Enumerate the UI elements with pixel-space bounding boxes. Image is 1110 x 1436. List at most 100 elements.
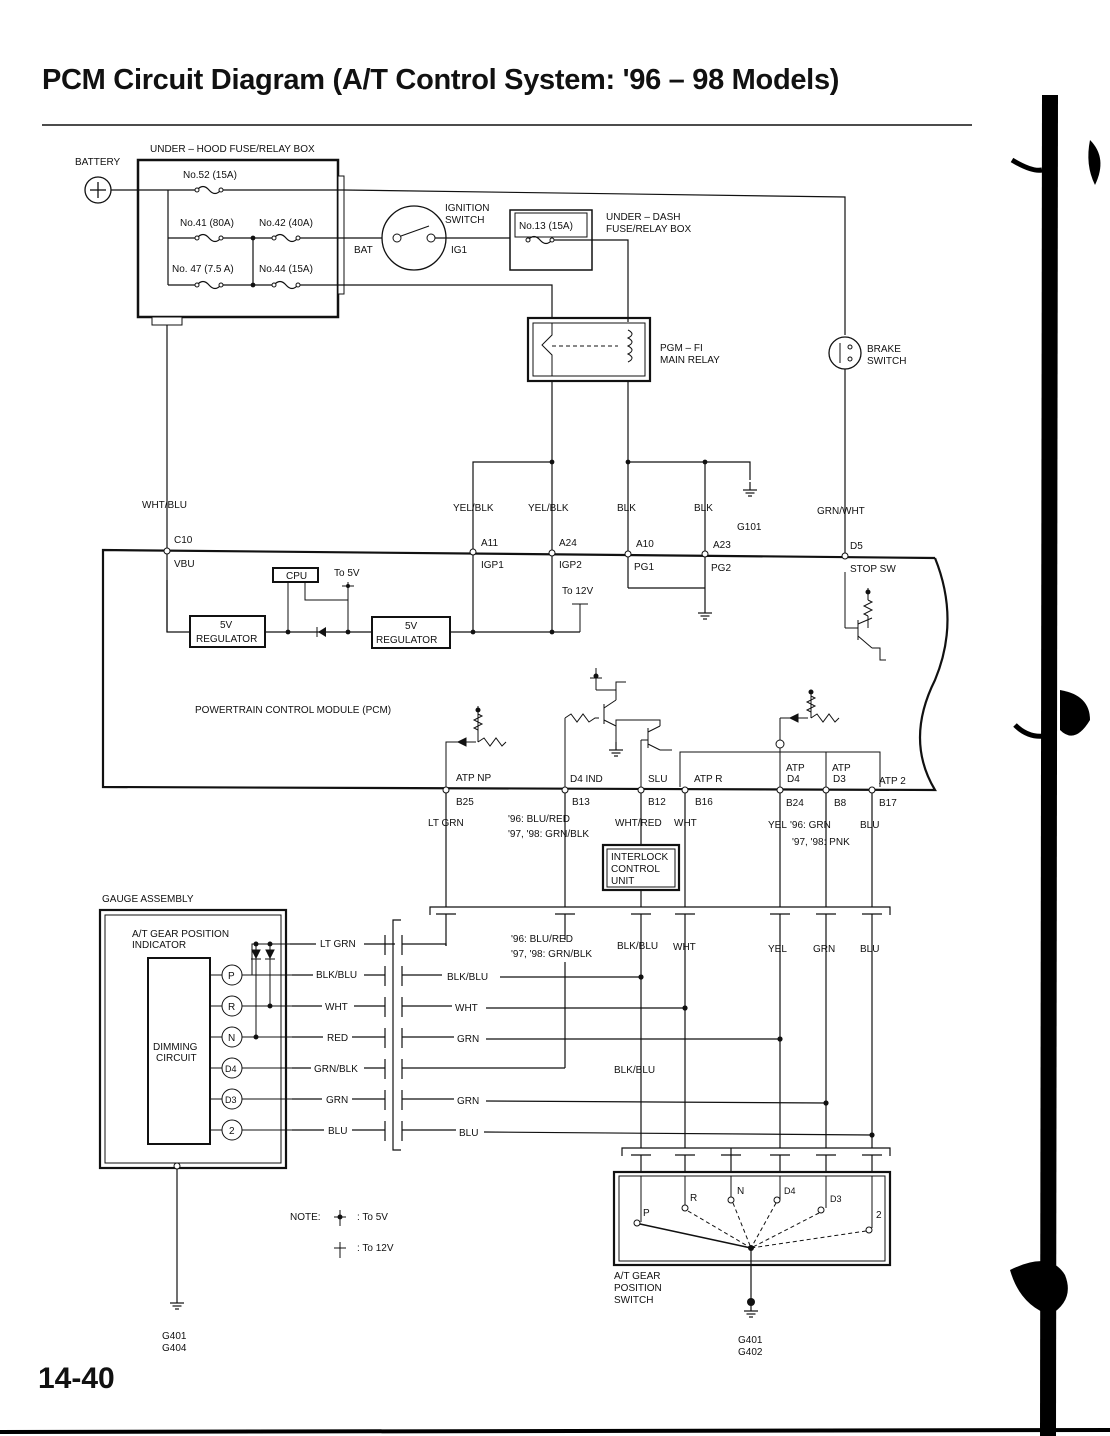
wire-lower-blk-blu-label: BLK/BLU xyxy=(617,941,658,952)
wire-b24-yel-label: YEL xyxy=(768,820,787,831)
wire-b8-96-label: '96: GRN xyxy=(790,820,831,831)
page-title: PCM Circuit Diagram (A/T Control System:… xyxy=(42,64,840,96)
indicator-diodes xyxy=(242,941,292,1131)
pcm-outline xyxy=(101,548,949,792)
pin-b25-label: B25 xyxy=(456,797,474,808)
gauge-assembly xyxy=(98,908,288,1170)
pin-vbu-label: VBU xyxy=(174,559,195,570)
pin-c10-label: C10 xyxy=(174,535,193,546)
pin-a11-label: A11 xyxy=(481,538,498,549)
harness-wire-blu: BLU xyxy=(459,1128,478,1139)
wire-blk-blu-mid-label: BLK/BLU xyxy=(614,1065,655,1076)
pin-atp-d3-label-1: ATP xyxy=(832,763,851,774)
wire-b17-blu-label: BLU xyxy=(860,820,879,831)
wire-b8-97-label: '97, '98: PNK xyxy=(792,837,850,848)
pin-atp-r-label: ATP R xyxy=(694,774,723,785)
gear-switch-d3: D3 xyxy=(830,1194,842,1204)
underdash-label-2: FUSE/RELAY BOX xyxy=(606,224,692,235)
wire-wht-red-label: WHT/RED xyxy=(615,818,662,829)
gear-switch-label-2: POSITION xyxy=(614,1283,662,1294)
underhood-box-label: UNDER – HOOD FUSE/RELAY BOX xyxy=(150,144,315,155)
relay-label-2: MAIN RELAY xyxy=(660,355,720,366)
ignition-switch-label-2: SWITCH xyxy=(445,215,484,226)
pin-igp1-label: IGP1 xyxy=(481,560,504,571)
pcm-label: POWERTRAIN CONTROL MODULE (PCM) xyxy=(195,705,391,716)
wire-lower-97-label: '97, '98: GRN/BLK xyxy=(511,949,592,960)
dimming-label-1: DIMMING xyxy=(153,1042,198,1053)
gauge-assembly-label: GAUGE ASSEMBLY xyxy=(102,894,194,905)
regulator-left-label: REGULATOR xyxy=(196,634,257,645)
dimming-circuit xyxy=(147,957,211,1145)
pin-b12-label: B12 xyxy=(648,797,666,808)
gauge-wire-blk-blu: BLK/BLU xyxy=(316,970,357,981)
interlock-label-2: CONTROL xyxy=(611,864,660,875)
underdash-label-1: UNDER – DASH xyxy=(606,212,680,223)
indicator-d3: D3 xyxy=(225,1095,237,1105)
battery-label: BATTERY xyxy=(75,157,121,168)
fuse-52-icon xyxy=(194,185,224,195)
wire-b13-96-label: '96: BLU/RED xyxy=(508,814,570,825)
pin-atp-d4-label-1: ATP xyxy=(786,763,805,774)
pin-slu-label: SLU xyxy=(648,774,667,785)
wire-wht-blu-label: WHT/BLU xyxy=(142,500,187,511)
wire-lower-blu-label: BLU xyxy=(860,944,879,955)
pin-atp-np-label: ATP NP xyxy=(456,773,492,784)
harness-wire-grn-2: GRN xyxy=(457,1096,479,1107)
gauge-wire-grn-blk: GRN/BLK xyxy=(314,1064,358,1075)
stop-switch-transistor-icon xyxy=(844,572,886,661)
wire-yel-blk-a24-label: YEL/BLK xyxy=(528,503,569,514)
harness-wire-blk-blu: BLK/BLU xyxy=(447,972,488,983)
harness-wire-wht: WHT xyxy=(455,1003,478,1014)
pin-stop-sw-label: STOP SW xyxy=(850,564,896,575)
at-gear-position-switch xyxy=(612,1170,892,1267)
cpu-box xyxy=(272,567,319,583)
note-5v-symbol-icon xyxy=(334,1210,346,1226)
ground-g401-left-label: G401 xyxy=(162,1331,187,1342)
gear-switch-contacts xyxy=(633,1176,873,1300)
gear-switch-p: P xyxy=(643,1208,650,1219)
note-label: NOTE: xyxy=(290,1212,321,1223)
pin-b13-label: B13 xyxy=(572,797,590,808)
wire-grn-wht-label: GRN/WHT xyxy=(817,506,865,517)
pin-pg2-label: PG2 xyxy=(711,563,731,574)
pcm-top-terminals xyxy=(163,547,849,560)
fuse-42-label: No.42 (40A) xyxy=(259,218,313,229)
gear-switch-n: N xyxy=(737,1186,744,1197)
brake-switch-label-1: BRAKE xyxy=(867,344,901,355)
gear-position-indicator-label-1: A/T GEAR POSITION xyxy=(132,929,229,940)
indicator-2: 2 xyxy=(229,1126,235,1137)
fuse-41-label: No.41 (80A) xyxy=(180,218,234,229)
atp-sense-circuit xyxy=(679,689,881,790)
pin-a10-label: A10 xyxy=(636,539,654,550)
fuse-41-icon xyxy=(194,233,224,243)
regulator-right-label: REGULATOR xyxy=(376,635,437,646)
brake-switch-label-2: SWITCH xyxy=(867,356,906,367)
ground-g401-g402-icon xyxy=(743,1298,759,1318)
ignition-switch-label-1: IGNITION xyxy=(445,203,489,214)
dimming-label-2: CIRCUIT xyxy=(156,1053,197,1064)
note-12v-label: : To 12V xyxy=(357,1243,394,1254)
wire-yel-blk-a11-label: YEL/BLK xyxy=(453,503,494,514)
harness-long-wires xyxy=(402,962,873,1136)
harness-wire-grn-1: GRN xyxy=(457,1034,479,1045)
harness-connector-upper xyxy=(429,906,891,1148)
cpu-label: CPU xyxy=(286,571,307,582)
pcm-harness-wires xyxy=(445,793,873,907)
gear-switch-r: R xyxy=(690,1193,697,1204)
harness-connector-left xyxy=(384,919,447,1151)
pin-atp-d4-label-2: D4 xyxy=(787,774,800,785)
pgm-fi-main-relay xyxy=(526,316,652,383)
ground-g404-label: G404 xyxy=(162,1343,187,1354)
pin-pg1-label: PG1 xyxy=(634,562,654,573)
gear-switch-2: 2 xyxy=(876,1210,882,1221)
harness-junctions xyxy=(638,974,875,1138)
gauge-wire-grn: GRN xyxy=(326,1095,348,1106)
diode-icon xyxy=(316,627,326,637)
ground-g402-label: G402 xyxy=(738,1347,763,1358)
wire-lower-grn-label: GRN xyxy=(813,944,835,955)
wire-lower-96-label: '96: BLU/RED xyxy=(511,934,573,945)
gear-switch-label-3: SWITCH xyxy=(614,1295,653,1306)
page-number: 14-40 xyxy=(38,1362,115,1395)
pin-d5-label: D5 xyxy=(850,541,863,552)
